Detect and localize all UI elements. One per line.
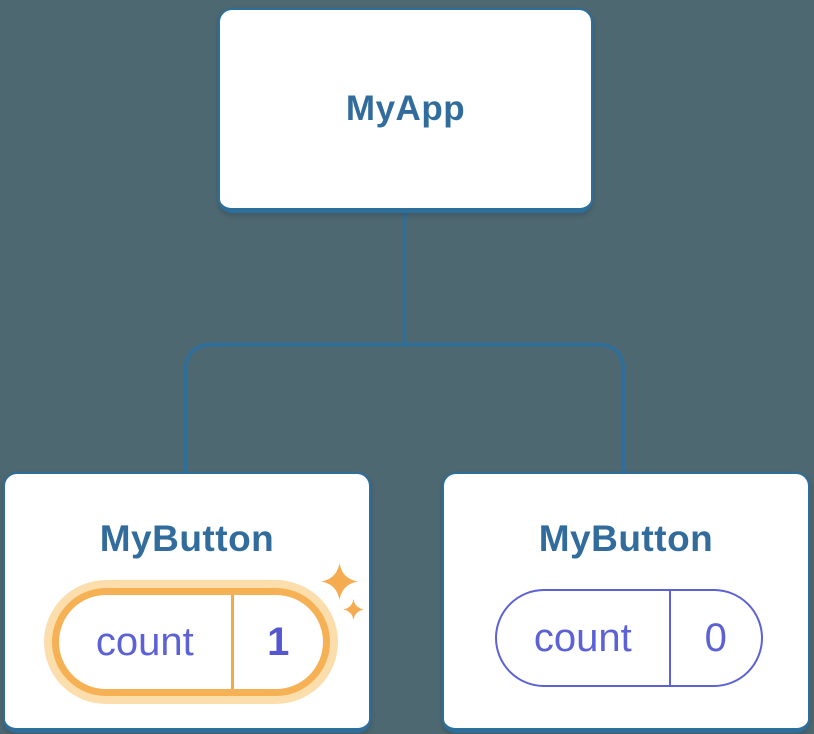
- sparkles-icon: [343, 599, 364, 620]
- component-node-mybutton-right: MyButton count 0: [442, 472, 810, 733]
- node-label-mybutton: MyButton: [538, 518, 714, 559]
- connector-branch: [183, 342, 626, 474]
- state-value-section: 1: [234, 595, 323, 689]
- state-value: 0: [704, 615, 727, 660]
- sparkles-icon: [321, 563, 358, 600]
- state-value-section: 0: [671, 591, 761, 685]
- node-label-myapp: MyApp: [345, 89, 466, 128]
- state-name: count: [533, 615, 632, 660]
- component-node-mybutton-left: MyButton count 1: [3, 472, 371, 733]
- state-name-section: count: [59, 595, 234, 689]
- state-pill: count 0: [495, 589, 763, 687]
- state-value: 1: [267, 619, 290, 664]
- state-name-section: count: [497, 591, 671, 685]
- node-label-mybutton: MyButton: [99, 518, 275, 559]
- state-name: count: [95, 619, 194, 664]
- component-node-myapp: MyApp: [218, 8, 593, 213]
- state-pill-highlighted: count 1: [52, 588, 330, 696]
